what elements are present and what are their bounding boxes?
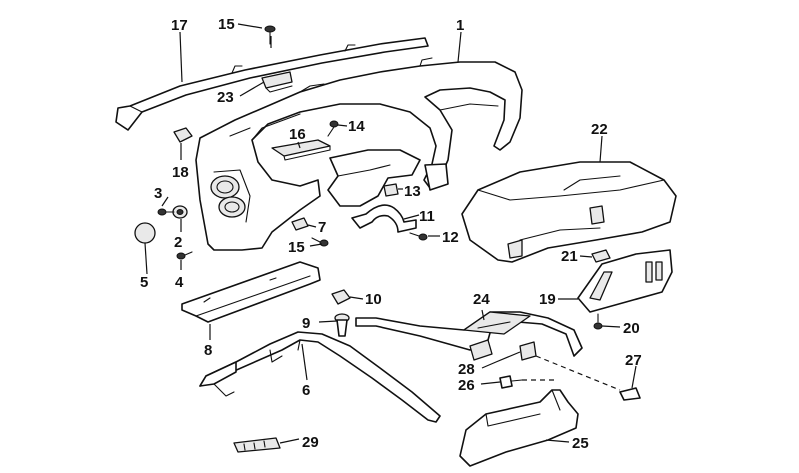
part-12-screw [409, 232, 428, 241]
part-9-rivet [334, 313, 350, 337]
assembly-dashed-lines [522, 355, 621, 391]
part-7-clip [291, 217, 309, 231]
part-24-cross-brace [355, 311, 583, 357]
callout-5: 5 [140, 274, 148, 291]
part-29-grille [233, 437, 281, 453]
callout-18: 18 [172, 164, 189, 181]
callout-12: 12 [442, 229, 459, 246]
callout-3: 3 [154, 185, 162, 202]
callout-numbers: 1 17 15 23 14 16 18 3 13 11 7 2 12 15 5 … [140, 16, 642, 452]
part-17-top-trim-strip [115, 37, 429, 131]
part-5-cap [134, 222, 156, 244]
callout-2: 2 [174, 234, 182, 251]
callout-23: 23 [217, 89, 234, 106]
callout-25: 25 [572, 435, 589, 452]
part-13-clip-nut [383, 183, 399, 197]
callout-15-mid: 15 [288, 239, 305, 256]
callout-27: 27 [625, 352, 642, 369]
callout-22: 22 [591, 121, 608, 138]
callout-9: 9 [302, 315, 310, 332]
part-19-vent-panel [577, 249, 673, 313]
part-27-bolt [619, 387, 641, 401]
callout-24: 24 [473, 291, 490, 308]
callout-21: 21 [561, 248, 578, 265]
part-10-clip [331, 289, 351, 305]
callout-15-top: 15 [218, 16, 235, 33]
part-11-column-bracket [351, 204, 417, 233]
part-6-knee-bolster-cover [199, 331, 441, 423]
callout-29: 29 [302, 434, 319, 451]
part-23-bracket [261, 71, 293, 93]
part-4-screw [176, 251, 193, 260]
callout-1: 1 [456, 17, 464, 34]
part-20-screw [593, 313, 603, 330]
callout-14: 14 [348, 118, 365, 135]
callout-11: 11 [419, 208, 435, 225]
part-8-lower-cover-panel [181, 261, 321, 323]
callout-28: 28 [458, 361, 475, 378]
callout-16: 16 [289, 126, 306, 143]
part-18-clip [173, 127, 193, 143]
part-15-screw-top [264, 25, 276, 45]
part-3-screw [157, 208, 175, 216]
part-14-screw [327, 120, 339, 137]
callout-17: 17 [171, 17, 188, 34]
callout-8: 8 [204, 342, 212, 359]
part-26-bolt [499, 375, 523, 389]
callout-19: 19 [539, 291, 556, 308]
callout-13: 13 [404, 183, 421, 200]
callout-7: 7 [318, 219, 326, 236]
callout-4: 4 [175, 274, 184, 291]
part-2-grommet [172, 205, 188, 219]
part-28-bracket [469, 339, 537, 361]
callout-6: 6 [302, 382, 310, 399]
callout-10: 10 [365, 291, 382, 308]
callout-20: 20 [623, 320, 640, 337]
part-21-clip [591, 249, 611, 263]
leader-lines [144, 23, 637, 444]
part-16-small-panel [271, 139, 331, 161]
callout-26: 26 [458, 377, 475, 394]
part-1-dashboard-carrier [195, 57, 523, 251]
part-22-glove-box [461, 161, 677, 263]
part-25-lower-trim [459, 389, 579, 467]
